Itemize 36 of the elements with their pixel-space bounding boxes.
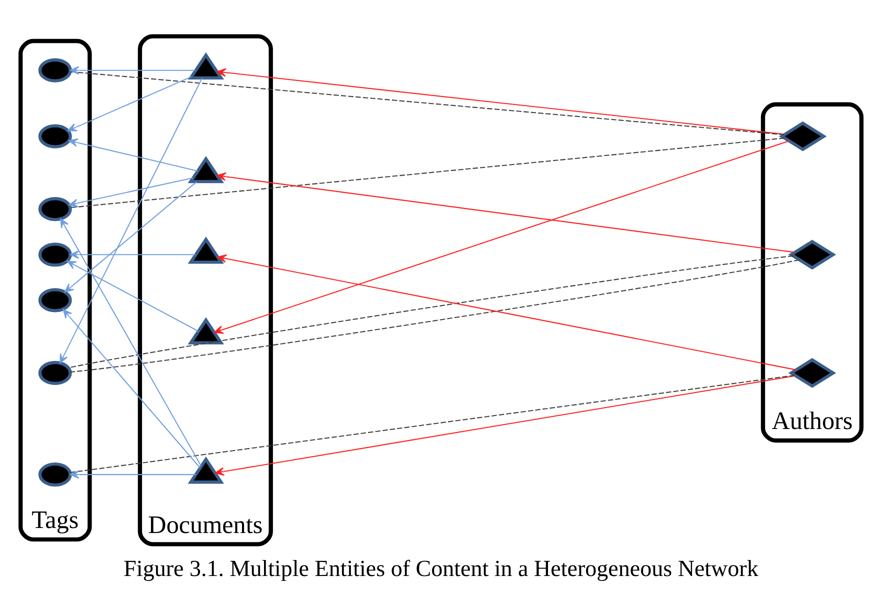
node-triangle (188, 52, 224, 80)
arrow (60, 78, 203, 364)
arrow (68, 138, 198, 172)
arrow (68, 177, 194, 208)
node-diamond (788, 358, 836, 388)
node-diamond (788, 240, 836, 270)
arrow (68, 76, 192, 132)
node-circle (38, 58, 72, 82)
node-triangle (188, 156, 224, 184)
node-circle (38, 360, 72, 385)
cluster: Authors (760, 102, 864, 443)
node-circle (38, 197, 72, 222)
arrow (64, 182, 197, 292)
node-circle (38, 242, 72, 267)
arrow (66, 260, 199, 332)
arrow (60, 218, 202, 466)
arrow (214, 375, 796, 476)
cluster: Documents (138, 34, 273, 546)
node-diamond (778, 121, 827, 152)
arrow (70, 66, 196, 75)
connector (70, 71, 784, 136)
arrow (216, 172, 795, 253)
node-circle (38, 462, 72, 487)
arrow (217, 254, 796, 370)
arrow (62, 309, 201, 468)
node-triangle (188, 236, 224, 264)
node-circle (38, 124, 72, 148)
arrow (214, 140, 790, 334)
connector (70, 374, 795, 474)
arrow (216, 68, 785, 135)
caption: Figure 3.1. Multiple Entities of Content in a Heterogeneous Network (124, 554, 758, 581)
arrow (70, 470, 196, 479)
arrow (70, 250, 196, 259)
node-circle (38, 288, 72, 312)
cluster: Tags (18, 38, 92, 542)
connector (70, 138, 784, 208)
